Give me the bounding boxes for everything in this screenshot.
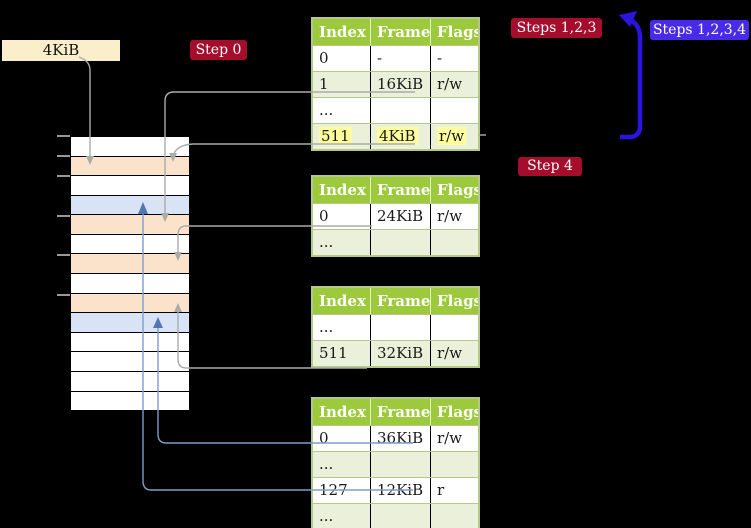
highlighted-value: r/w	[437, 127, 467, 145]
table-cell	[430, 452, 478, 477]
arrowhead-upleft-icon	[619, 11, 637, 27]
page-size-label: 4KiB	[2, 40, 120, 61]
steps-123-badge: Steps 1,2,3	[511, 18, 602, 38]
table-cell: 511	[313, 124, 370, 149]
table-cell: ...	[319, 318, 334, 336]
memory-frame-row	[71, 331, 189, 352]
memory-frame-row	[71, 390, 189, 411]
memory-frame-row	[71, 312, 189, 332]
table-cell	[370, 230, 430, 255]
table-cell: 16KiB	[370, 72, 430, 97]
table-cell: 4KiB	[370, 124, 430, 149]
table-cell: ...	[319, 233, 334, 251]
column-header: Frame	[370, 288, 430, 314]
highlighted-value: 4KiB	[377, 127, 418, 145]
step0-badge: Step 0	[190, 40, 247, 60]
memory-frame-row	[71, 253, 189, 274]
table-row: ...	[313, 503, 478, 528]
column-header: Frame	[370, 19, 430, 45]
memory-frame-row	[71, 137, 189, 156]
table-cell	[430, 98, 478, 123]
memory-frame-row	[71, 233, 189, 254]
table-cell: 0	[319, 207, 329, 225]
memory-tick	[57, 175, 70, 177]
column-header: Flags	[430, 288, 478, 314]
table-cell	[370, 315, 430, 340]
memory-strip	[70, 136, 190, 411]
steps-loop-arrow	[620, 19, 643, 140]
table-cell	[370, 98, 430, 123]
table-cell: r/w	[430, 124, 478, 149]
table-cell: 511	[319, 344, 348, 362]
table-cell: 1	[319, 75, 329, 93]
column-header: Index	[319, 23, 366, 41]
table-cell: ...	[319, 101, 334, 119]
memory-frame-row	[71, 273, 189, 293]
table-cell	[370, 452, 430, 477]
table-cell	[430, 504, 478, 528]
memory-frame-row	[71, 155, 189, 176]
column-header: Index	[319, 181, 366, 199]
memory-tick	[57, 135, 70, 137]
table-cell: -	[370, 46, 430, 71]
memory-tick	[57, 294, 70, 296]
table-row: 0 --	[313, 45, 478, 71]
table-cell: 24KiB	[370, 204, 430, 229]
table-cell: r/w	[430, 426, 478, 451]
column-header: Frame	[370, 399, 430, 425]
memory-tick	[57, 215, 70, 217]
table-row: ...	[313, 314, 478, 340]
column-header: Index	[319, 403, 366, 421]
column-header: Index	[319, 292, 366, 310]
table-cell: 127	[319, 481, 348, 499]
table-row: ...	[313, 229, 478, 255]
step4-badge: Step 4	[518, 157, 582, 176]
memory-frame-row	[71, 214, 189, 234]
table-cell: -	[430, 46, 478, 71]
memory-frame-row	[71, 194, 189, 215]
memory-frame-row	[71, 351, 189, 371]
memory-frame-row	[71, 292, 189, 313]
table-cell	[430, 315, 478, 340]
table-cell: 0	[319, 49, 329, 67]
table-row: ...	[313, 451, 478, 477]
table-row: ...	[313, 97, 478, 123]
steps-1234-badge: Steps 1,2,3,4	[650, 20, 749, 40]
column-header: Frame	[370, 177, 430, 203]
table-cell: r/w	[430, 341, 478, 366]
table-cell: r/w	[430, 204, 478, 229]
column-header: Flags	[430, 399, 478, 425]
table-cell: 12KiB	[370, 478, 430, 503]
table-cell: 0	[319, 429, 329, 447]
table-cell: 36KiB	[370, 426, 430, 451]
table-cell	[430, 230, 478, 255]
column-header: Flags	[430, 177, 478, 203]
table-cell: 32KiB	[370, 341, 430, 366]
table-cell: r	[430, 478, 478, 503]
highlighted-value: 511	[319, 127, 352, 145]
memory-tick	[57, 155, 70, 157]
table-row: 511 4KiB r/w	[313, 123, 478, 149]
column-header: Flags	[430, 19, 478, 45]
memory-frame-row	[71, 175, 189, 195]
memory-frame-row	[71, 370, 189, 391]
table-cell: ...	[319, 455, 334, 473]
table-cell: r/w	[430, 72, 478, 97]
memory-tick	[57, 254, 70, 256]
table-cell	[370, 504, 430, 528]
table-cell: ...	[319, 507, 334, 525]
